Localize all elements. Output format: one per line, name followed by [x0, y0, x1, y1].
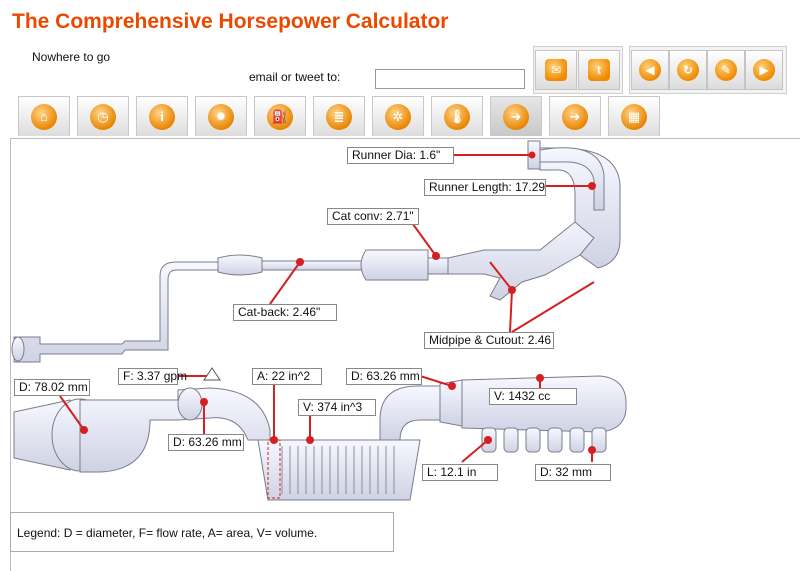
point-area [270, 436, 278, 444]
point-throttle-d [448, 382, 456, 390]
tab-document[interactable]: ≣ [313, 96, 365, 136]
tab-fuel[interactable]: ⛽ [254, 96, 306, 136]
home-icon: ⌂ [31, 103, 57, 130]
label-runner-diameter[interactable]: D: 32 mm [535, 464, 611, 481]
tab-exhaust[interactable]: ➜ [490, 96, 542, 136]
refresh-button[interactable]: ↻ [669, 50, 707, 90]
flow-arrow-icon [203, 367, 221, 381]
leader-midpipe-2 [511, 281, 595, 333]
share-label: email or tweet to: [249, 70, 341, 84]
midpipe-collector [447, 209, 595, 301]
leader-cat-conv [409, 219, 437, 257]
label-intercooler-volume[interactable]: V: 374 in^3 [298, 399, 376, 416]
edit-button[interactable]: ✎ [707, 50, 745, 90]
info-icon: i [149, 103, 175, 130]
label-throttle-diameter[interactable]: D: 63.26 mm [346, 368, 422, 385]
intake-runners [481, 427, 607, 453]
header-runner [539, 147, 605, 211]
thermometer-icon: 🌡 [444, 103, 470, 130]
page-title: The Comprehensive Horsepower Calculator [12, 10, 449, 33]
tab-info[interactable]: i [136, 96, 188, 136]
gear-icon: ✹ [208, 103, 234, 130]
label-cat-back[interactable]: Cat-back: 2.46" [233, 304, 337, 321]
forward-icon: ▶ [753, 59, 775, 81]
label-area[interactable]: A: 22 in^2 [252, 368, 322, 385]
tab-chart[interactable]: ▦ [608, 96, 660, 136]
exhaust-icon: ➜ [503, 103, 529, 130]
catalytic-converter [360, 249, 429, 281]
tweet-button[interactable]: t [578, 50, 620, 90]
tab-gauge[interactable]: ◷ [77, 96, 129, 136]
leader-filter-d [59, 395, 85, 431]
leader-runner-l [461, 439, 489, 463]
point-midpipe [508, 286, 516, 294]
point-cat-conv [432, 252, 440, 260]
point-plenum-v [536, 374, 544, 382]
point-runner-dia [528, 151, 536, 159]
point-runner-l [484, 436, 492, 444]
tab-home[interactable]: ⌂ [18, 96, 70, 136]
maf-sensor [177, 387, 203, 421]
back-button[interactable]: ◀ [631, 50, 669, 90]
tailpipe-outlet [11, 336, 25, 362]
label-runner-length-in[interactable]: L: 12.1 in [422, 464, 498, 481]
gauge-icon: ◷ [90, 103, 116, 130]
intercooler-fins [281, 446, 395, 494]
tab-exhaust-flow[interactable]: ➜ [549, 96, 601, 136]
document-icon: ≣ [326, 103, 352, 130]
intake-pipe [79, 387, 271, 473]
point-filter-d [80, 426, 88, 434]
tab-engine[interactable]: ✹ [195, 96, 247, 136]
label-flow-rate[interactable]: F: 3.37 gpm [118, 368, 187, 385]
intercooler-outlet [379, 385, 449, 441]
label-intake-diameter[interactable]: D: 63.26 mm [168, 434, 244, 451]
share-recipient-input[interactable] [375, 69, 525, 89]
label-filter-diameter[interactable]: D: 78.02 mm [14, 379, 90, 396]
label-plenum-volume[interactable]: V: 1432 cc [489, 388, 577, 405]
point-ic-volume [306, 436, 314, 444]
forward-button[interactable]: ▶ [745, 50, 783, 90]
back-icon: ◀ [639, 59, 661, 81]
resonator [217, 254, 263, 276]
leader-cat-back [269, 261, 301, 305]
cat-back-pipe [261, 260, 367, 271]
tab-turbo[interactable]: ✲ [372, 96, 424, 136]
twitter-icon: t [588, 59, 610, 81]
subtitle: Nowhere to go [32, 50, 111, 64]
email-icon: ✉ [545, 59, 567, 81]
tab-temperature[interactable]: 🌡 [431, 96, 483, 136]
label-runner-dia[interactable]: Runner Dia: 1.6" [347, 147, 454, 164]
turbo-fan-icon: ✲ [385, 103, 411, 130]
point-runner-d [588, 446, 596, 454]
leader-throttle-d [419, 375, 453, 387]
email-button[interactable]: ✉ [535, 50, 577, 90]
point-cat-back [296, 258, 304, 266]
exhaust-tailpipe [13, 261, 227, 363]
point-intake-d [200, 398, 208, 406]
chart-icon: ▦ [621, 103, 647, 130]
fuel-pump-icon: ⛽ [267, 103, 293, 130]
edit-icon: ✎ [715, 59, 737, 81]
point-runner-length [588, 182, 596, 190]
cat-cone [427, 257, 449, 275]
label-runner-length[interactable]: Runner Length: 17.29 [424, 179, 546, 196]
label-midpipe[interactable]: Midpipe & Cutout: 2.46 [424, 332, 554, 349]
refresh-icon: ↻ [677, 59, 699, 81]
exhaust-flow-icon: ➜ [562, 103, 588, 130]
label-cat-conv[interactable]: Cat conv: 2.71" [327, 208, 419, 225]
legend: Legend: D = diameter, F= flow rate, A= a… [10, 512, 394, 552]
